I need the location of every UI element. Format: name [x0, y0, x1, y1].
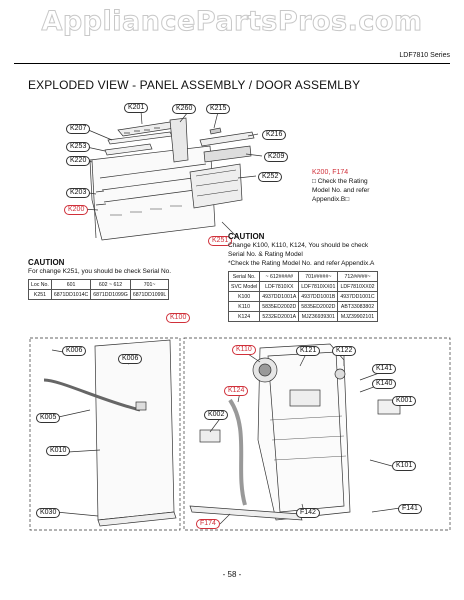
- callout-k005: K005: [36, 413, 61, 423]
- table-cell: ABT33083802: [337, 301, 378, 312]
- callout-k141: K141: [372, 364, 397, 374]
- callout-f174: F174: [196, 519, 220, 529]
- rating-note-line2: Model No. and refer: [312, 187, 370, 194]
- table-cell: 4937DD1001A: [259, 291, 300, 302]
- caution-left-text: For change K251, you should be check Ser…: [28, 268, 172, 275]
- callout-k216: K216: [262, 130, 287, 140]
- series-label: LDF7810 Series: [399, 52, 450, 59]
- callout-k203: K203: [66, 188, 91, 198]
- table-cell: 701~: [129, 279, 170, 290]
- callout-k101: K101: [392, 461, 417, 471]
- callout-k006-right: K006: [118, 354, 143, 364]
- caution-left-heading: CAUTION: [28, 258, 65, 267]
- table-cell: 5835ED2002D: [259, 301, 300, 312]
- callout-k207: K207: [66, 124, 91, 134]
- caution-right-line1: Change K100, K110, K124, You should be c…: [228, 242, 369, 249]
- table-cell: LDF7810XX: [259, 281, 300, 292]
- callout-k140: K140: [372, 379, 397, 389]
- caution-right-table: Serial No. ~ 612##### 701#####~ 712#####…: [227, 271, 378, 322]
- rating-note-line3: Appendix.B□: [312, 196, 350, 203]
- table-cell: LDF7810XX02: [337, 281, 378, 292]
- callout-k124: K124: [224, 386, 249, 396]
- callout-k209: K209: [264, 152, 289, 162]
- table-cell: 4937DD1001B: [298, 291, 339, 302]
- callout-k260: K260: [172, 104, 197, 114]
- callout-k030: K030: [36, 508, 61, 518]
- watermark: AppliancePartsPros.com: [41, 6, 423, 38]
- table-cell: K110: [227, 301, 261, 312]
- callout-f141: F141: [398, 504, 422, 514]
- callout-k002: K002: [204, 410, 229, 420]
- callout-k121: K121: [296, 346, 321, 356]
- table-cell: Serial No.: [227, 271, 261, 282]
- table-cell: ~ 612#####: [259, 271, 300, 282]
- caution-right: CAUTION Change K100, K110, K124, You sho…: [227, 232, 378, 322]
- caution-left-table: Loc No. 601 602 ~ 612 701~ K251 6871DD10…: [28, 279, 170, 300]
- table-header-row: Serial No. ~ 612##### 701#####~ 712#####…: [227, 271, 378, 282]
- callout-f142: F142: [296, 508, 320, 518]
- callout-k220: K220: [66, 156, 91, 166]
- callout-k010: K010: [46, 446, 71, 456]
- caution-right-heading: CAUTION: [228, 232, 265, 241]
- page-title: EXPLODED VIEW - PANEL ASSEMBLY / DOOR AS…: [28, 78, 361, 92]
- rating-note-title: K200, F174: [312, 169, 349, 176]
- table-cell: MJZ39902101: [337, 311, 378, 322]
- table-row: K251 6871DD1014C 6871DD1099G 6871DD1099L: [28, 289, 170, 300]
- caution-left: CAUTION For change K251, you should be c…: [28, 258, 171, 300]
- callout-k201: K201: [124, 103, 149, 113]
- callout-k252: K252: [258, 172, 283, 182]
- table-header-row: Loc No. 601 602 ~ 612 701~: [28, 279, 170, 290]
- callout-k122: K122: [332, 346, 357, 356]
- callout-k253: K253: [66, 142, 91, 152]
- caution-right-line2: Serial No. & Rating Model: [228, 251, 303, 258]
- table-cell: 701#####~: [298, 271, 339, 282]
- header-rule: [14, 63, 450, 64]
- table-cell: K251: [28, 289, 52, 300]
- table-cell: Loc No.: [28, 279, 52, 290]
- caution-right-line3: *Check the Rating Model No. and refer Ap…: [228, 260, 375, 267]
- table-row: K124 5232ED2001A MJZ36939301 MJZ39902101: [227, 311, 378, 322]
- table-cell: 6871DD1099L: [129, 289, 170, 300]
- callout-k215: K215: [206, 104, 231, 114]
- table-cell: SVC Model: [227, 281, 261, 292]
- callout-k001: K001: [392, 396, 417, 406]
- table-cell: 5232ED2001A: [259, 311, 300, 322]
- rating-note-line1: □ Check the Rating: [312, 178, 368, 185]
- table-cell: 602 ~ 612: [90, 279, 131, 290]
- table-cell: LDF7810XX01: [298, 281, 339, 292]
- table-cell: 5835ED2002D: [298, 301, 339, 312]
- page-number: - 58 -: [222, 570, 242, 579]
- table-row: SVC Model LDF7810XX LDF7810XX01 LDF7810X…: [227, 281, 378, 292]
- table-cell: 4937DD1001C: [337, 291, 378, 302]
- callout-k251: K251: [208, 236, 233, 246]
- table-cell: MJZ36939301: [298, 311, 339, 322]
- callout-k006-left: K006: [62, 346, 87, 356]
- callout-k200: K200: [64, 205, 89, 215]
- table-cell: K124: [227, 311, 261, 322]
- table-cell: 6871DD1014C: [50, 289, 92, 300]
- table-cell: K100: [227, 291, 261, 302]
- rating-note: K200, F174 □ Check the Rating Model No. …: [312, 168, 369, 204]
- table-row: K100 4937DD1001A 4937DD1001B 4937DD1001C: [227, 291, 378, 302]
- table-cell: 712#####~: [337, 271, 378, 282]
- callout-k110: K110: [232, 345, 256, 355]
- table-row: K110 5835ED2002D 5835ED2002D ABT33083802: [227, 301, 378, 312]
- callout-k100: K100: [166, 313, 191, 323]
- table-cell: 6871DD1099G: [90, 289, 131, 300]
- table-cell: 601: [50, 279, 92, 290]
